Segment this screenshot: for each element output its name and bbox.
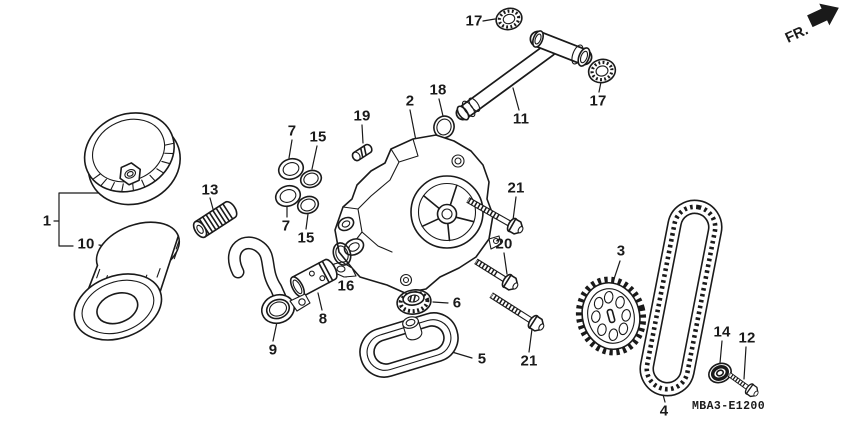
part-callout-6: 6 bbox=[452, 294, 462, 312]
fr-direction: FR. bbox=[783, 3, 839, 47]
part-callout-21: 21 bbox=[520, 352, 538, 370]
part-callout-18: 18 bbox=[429, 81, 447, 99]
part-callout-21: 21 bbox=[507, 179, 525, 197]
o-ring bbox=[296, 195, 320, 215]
flange-bolt bbox=[727, 372, 759, 398]
flange-bolt bbox=[489, 292, 545, 332]
part-callout-19: 19 bbox=[353, 107, 371, 125]
oil-filter-cover bbox=[83, 112, 181, 206]
washer bbox=[708, 362, 732, 384]
pump-sprocket bbox=[575, 276, 647, 356]
dowel-pin bbox=[351, 143, 373, 162]
flange-bolt bbox=[466, 197, 524, 235]
part-callout-17: 17 bbox=[589, 92, 607, 110]
bushing bbox=[277, 157, 305, 181]
filter-ribs bbox=[92, 142, 175, 193]
part-callout-8: 8 bbox=[318, 310, 328, 328]
o-ring bbox=[332, 242, 352, 266]
grommet bbox=[396, 289, 432, 315]
part-callout-7: 7 bbox=[281, 217, 291, 235]
fr-direction-label: FR. bbox=[783, 22, 811, 46]
part-callout-10: 10 bbox=[77, 235, 95, 253]
part-callout-7: 7 bbox=[287, 122, 297, 140]
part-callout-5: 5 bbox=[477, 350, 487, 368]
part-callout-15: 15 bbox=[309, 128, 327, 146]
part-callout-11: 11 bbox=[512, 110, 530, 128]
part-callout-14: 14 bbox=[713, 323, 731, 341]
part-callout-1: 1 bbox=[42, 212, 52, 230]
part-callout-17: 17 bbox=[465, 12, 483, 30]
oil-strainer bbox=[359, 312, 459, 378]
fr-arrow-icon bbox=[807, 3, 839, 28]
grommet bbox=[587, 58, 617, 84]
filter-nut bbox=[119, 162, 142, 186]
part-callout-9: 9 bbox=[268, 341, 278, 359]
part-callout-12: 12 bbox=[738, 329, 756, 347]
part-callout-2: 2 bbox=[405, 92, 415, 110]
pump-chain bbox=[639, 199, 723, 397]
oil-filter-fitting bbox=[192, 200, 238, 239]
part-callout-20: 20 bbox=[495, 235, 513, 253]
part-callout-13: 13 bbox=[201, 181, 219, 199]
grommet bbox=[495, 7, 523, 31]
flange-bolt bbox=[474, 258, 519, 291]
part-callout-3: 3 bbox=[616, 242, 626, 260]
part-callout-4: 4 bbox=[659, 402, 669, 420]
oil-pump-body bbox=[332, 134, 502, 294]
oil-pipe bbox=[455, 30, 593, 121]
oil-filter bbox=[73, 221, 181, 341]
part-callout-15: 15 bbox=[297, 229, 315, 247]
part-callout-16: 16 bbox=[337, 277, 355, 295]
o-ring bbox=[299, 169, 323, 189]
bushing bbox=[274, 184, 302, 208]
oil-hose bbox=[227, 236, 311, 325]
diagram-code: MBA3-E1200 bbox=[692, 400, 766, 413]
joint-collar bbox=[289, 258, 338, 298]
